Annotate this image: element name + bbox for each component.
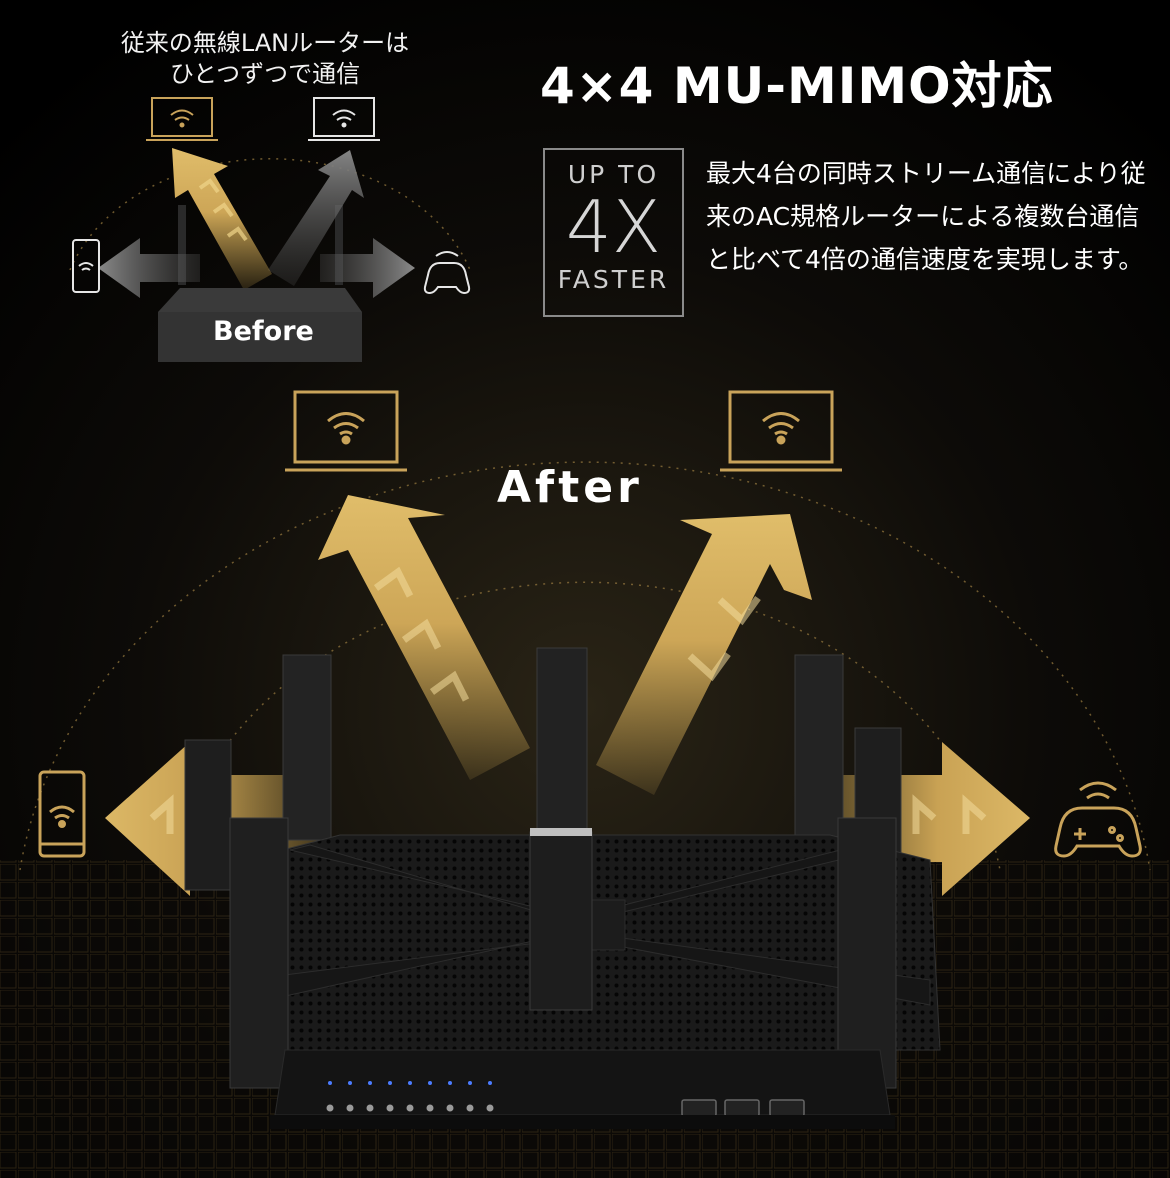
speed-badge: UP TO 4X FASTER (543, 148, 684, 317)
phone-wifi-icon (38, 770, 86, 858)
before-arrow-active (172, 148, 272, 290)
laptop-wifi-icon (146, 97, 218, 141)
headline: 4×4 MU-MIMO対応 (540, 57, 1054, 115)
signal-arcs (19, 158, 1151, 871)
before-scene (72, 97, 471, 362)
before-arrow-right (320, 238, 415, 298)
before-arrow-upright (268, 150, 364, 286)
description: 最大4台の同時ストリーム通信により従来のAC規格ルーターによる複数台通信と比べて… (706, 159, 1146, 274)
laptop-wifi-icon (720, 390, 842, 472)
before-caption-line1: 従来の無線LANルーターは (120, 29, 410, 57)
before-arrow-left (98, 238, 200, 298)
router-buttons (681, 1099, 805, 1117)
laptop-wifi-icon (308, 97, 380, 141)
router-image (184, 647, 941, 1129)
before-label: Before (213, 316, 314, 347)
badge-line2: 4X (565, 185, 662, 269)
status-leds (328, 1081, 492, 1085)
laptop-wifi-icon (285, 390, 407, 472)
gamepad-wifi-icon (1054, 781, 1142, 858)
before-caption: 従来の無線LANルーターは ひとつずつで通信 (40, 28, 490, 90)
phone-wifi-icon (72, 239, 100, 293)
badge-line3: FASTER (557, 265, 670, 294)
gamepad-wifi-icon (423, 251, 471, 295)
after-label: After (497, 462, 643, 513)
before-caption-line2: ひとつずつで通信 (169, 60, 361, 88)
badge-line1: UP TO (567, 160, 660, 189)
